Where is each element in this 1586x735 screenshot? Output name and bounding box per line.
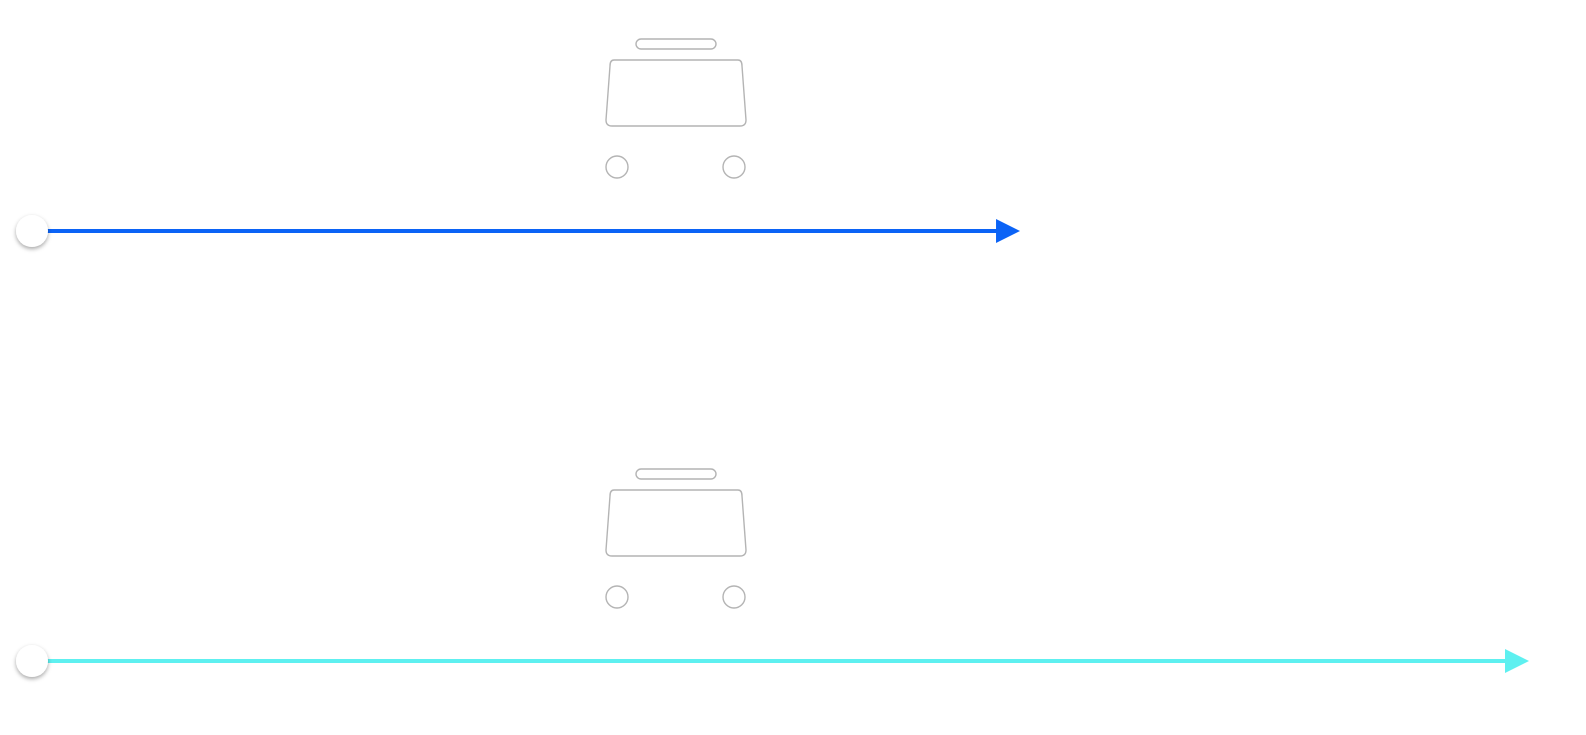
- cart-handle: [635, 468, 717, 480]
- cart-body: [605, 489, 747, 557]
- vector-row-2: [16, 468, 1529, 677]
- cart-icon: [605, 38, 747, 179]
- vector-arrow-head: [1505, 649, 1529, 673]
- cart-handle: [635, 38, 717, 50]
- cart-wheel-right: [722, 155, 746, 179]
- vector-arrow-head: [996, 219, 1021, 243]
- cart-wheel-left: [605, 585, 629, 609]
- vector-row-1: [16, 38, 1021, 247]
- cart-body: [605, 59, 747, 127]
- rows-layer: [16, 38, 1529, 677]
- cart-wheel-left: [605, 155, 629, 179]
- vector-origin-dot: [16, 215, 48, 247]
- vector-origin-dot: [16, 645, 48, 677]
- cart-icon: [605, 468, 747, 609]
- cart-wheel-right: [722, 585, 746, 609]
